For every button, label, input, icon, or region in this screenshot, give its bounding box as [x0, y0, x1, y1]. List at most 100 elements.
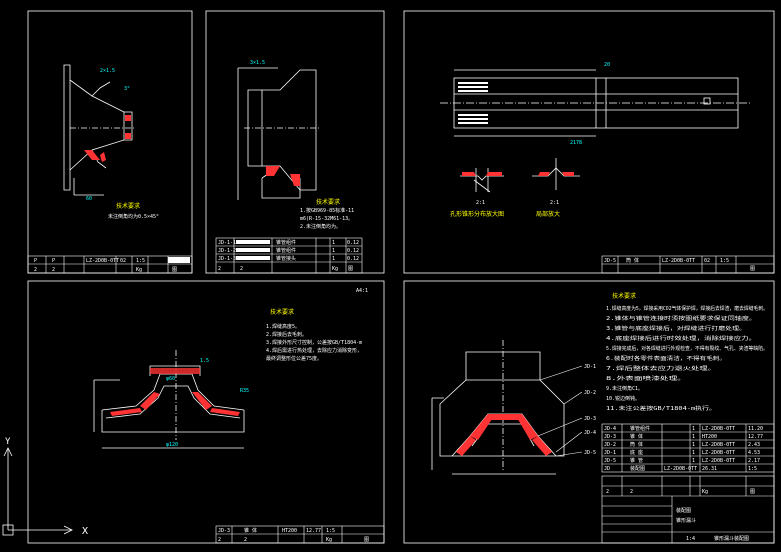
sheet4-tb-cell: Kg [326, 537, 332, 543]
part-qty: 1 [332, 240, 335, 246]
sheet5-note-line: 9.未注倒角C1。 [606, 385, 643, 392]
ucs-y-label: Y [5, 437, 11, 447]
part-qty: 1 [692, 442, 695, 448]
sheet4-tb-cell: JD-3 [218, 528, 230, 534]
sheet5-tb-cell: Kg [702, 489, 708, 495]
sheet4-note-title: 技术要求 [270, 308, 294, 316]
sheet4-note-line: 2.焊接后去毛刺。 [266, 331, 307, 338]
part-material: HT200 [702, 434, 717, 440]
sheet3-tb-cell: LZ-2D0B-0TT [662, 258, 695, 264]
part-qty: 1 [692, 450, 695, 456]
sheet1-tb-cell: Kg [136, 267, 142, 273]
sheet1-note-line: 未注倒角均为0.5×45° [108, 213, 159, 220]
sheet1-dim-top: 2×1.5 [100, 68, 115, 74]
sheet4-tb-cell: 锥 体 [244, 527, 257, 534]
sheet5-balloon-leaders [537, 365, 583, 457]
sheet2-tb-cell: Kg [332, 266, 338, 272]
sheet5-tb-cell: 2 [630, 489, 633, 495]
sheet5-note-line: 8.外表面喷漆处理。 [606, 375, 686, 382]
sheet5-tb-cell: 2 [606, 489, 609, 495]
asm-cell: 装配图 [630, 465, 645, 472]
sheet1-tb-cell: P [34, 258, 37, 264]
sheet4-note-line: 最终调整形位公差75度。 [266, 355, 322, 362]
sheet2-note-line: 1.按GB969-85标准-11 [300, 207, 354, 214]
part-material: LZ-2D0B-0TT [702, 458, 735, 464]
sheet1-tb-cell: LZ-2D0B-0TT [86, 258, 119, 264]
sheet3-tb-cell: 图 [750, 266, 755, 272]
sheet5-footer-name: 锥形漏斗装配图 [714, 535, 749, 542]
asm-cell: LZ-2D0B-0TT [664, 466, 697, 472]
sheet2-tb-cell: 图 [348, 266, 353, 272]
part-qty: 1 [332, 256, 335, 262]
asm-cell: 26.31 [702, 466, 717, 472]
part-name: 锥管组件 [276, 247, 296, 254]
sheet3-holes [458, 82, 488, 124]
part-qty: 1 [692, 434, 695, 440]
sheet5-notes: 1.焊缝高度为5，焊接采用CO2气体保护焊，焊接后去焊渣，磨去焊缝毛刺。 2.锥… [606, 305, 768, 412]
part-code: JD-3 [604, 434, 616, 440]
part-mass: 0.12 [347, 256, 359, 262]
part-code: JD-1-2 [218, 248, 236, 254]
sheet5-title-b: 锥形漏斗 [676, 517, 696, 524]
sheet5-note-line: 10.锐边倒钝。 [606, 395, 640, 402]
sheet1-tb-cell: 02 [120, 258, 126, 264]
sheet2-parts-rows: JD-1-1 锥管组件 1 0.12 JD-1-2 锥管组件 1 0.12 JD… [218, 239, 359, 272]
section-hatch [462, 172, 574, 176]
sheet4-note-line: 1.焊缝高度5。 [266, 323, 300, 330]
sheet1-title-block [27, 255, 193, 274]
sheet5-note-title: 技术要求 [612, 292, 636, 300]
sheet-2 [205, 10, 385, 274]
part-name: 锥 管 [630, 457, 643, 464]
sheet3-scale-left: 2:1 [476, 200, 485, 206]
sheet2-note-title: 技术要求 [316, 198, 340, 206]
balloon-label: JD-1 [584, 364, 596, 370]
part-mass: 2.17 [748, 458, 760, 464]
sheet1-tb-cell: 图 [172, 267, 177, 273]
part-material: LZ-2D0B-0TT [702, 450, 735, 456]
sheet4-note-line: 3.焊接外形尺寸控制，公差按GB/T1804-m [266, 339, 362, 346]
sheet3-tb-cell: 筒 体 [626, 257, 639, 264]
part-name: 锥管组件 [630, 425, 650, 432]
ucs-icon [2, 447, 73, 536]
sheet4-tb-cell: 12.77 [306, 528, 321, 534]
sheet2-table-mark [236, 240, 270, 244]
sheet2-note-line: 2.未注倒角均为。 [300, 223, 341, 230]
part-qty: 1 [332, 248, 335, 254]
sheet3-scale-right: 2:1 [550, 200, 559, 206]
sheet4-dim: 1.5 [200, 358, 209, 364]
sheet4-tb-cell: 2 [244, 537, 247, 543]
sheet2-note-line: m6(R-15-32M61-13。 [300, 216, 353, 222]
ucs-x-label: X [82, 526, 88, 537]
sheet4-tb-cell: HT200 [282, 528, 297, 534]
sheet3-tb-cell: 1:5 [720, 258, 729, 264]
sheet3-tb-cell: 02 [704, 258, 710, 264]
part-code: JD-1-3 [218, 256, 236, 262]
part-mass: 11.20 [748, 426, 763, 432]
part-code: JD-5 [604, 458, 616, 464]
section-hatch [84, 115, 131, 162]
sheet2-tb-cell: 2 [218, 266, 221, 272]
balloon-label: JD-4 [584, 430, 596, 436]
part-name: 锥管接头 [276, 255, 296, 262]
part-code: JD-2 [604, 442, 616, 448]
sheet5-note-line: 11.未注公差按GB/T1804-m执行。 [606, 405, 716, 412]
sheet-4 [27, 280, 385, 544]
sheet1-logo-block [168, 257, 190, 263]
sheet2-dim-top: 3×1.5 [250, 60, 265, 66]
sheet2-tb-cell: 2 [240, 266, 243, 272]
asm-cell: JD [604, 466, 610, 472]
section-hatch [110, 368, 240, 416]
sheet2-table-mark [236, 256, 270, 260]
sheet5-note-line: 5.焊接完成后，对各焊缝进行外观检查，不得有裂纹、气孔、夹渣等缺陷。 [606, 345, 768, 352]
part-mass: 2.43 [748, 442, 760, 448]
sheet5-parts-rows: JD-4 锥管组件 1 LZ-2D0B-0TT 11.20 JD-3 锥 体 1… [604, 425, 763, 472]
sheet5-note-line: 3.锥管与底座焊接后，对焊缝进行打磨处理。 [606, 325, 746, 332]
sheet4-dim: φ60 [166, 376, 175, 382]
part-name: 锥管组件 [276, 239, 296, 246]
part-mass: 4.53 [748, 450, 760, 456]
part-material: LZ-2D0B-0TT [702, 426, 735, 432]
sheet3-title-block [601, 255, 775, 274]
sheet3-label-right: 局部放大 [536, 210, 560, 218]
part-qty: 1 [692, 458, 695, 464]
